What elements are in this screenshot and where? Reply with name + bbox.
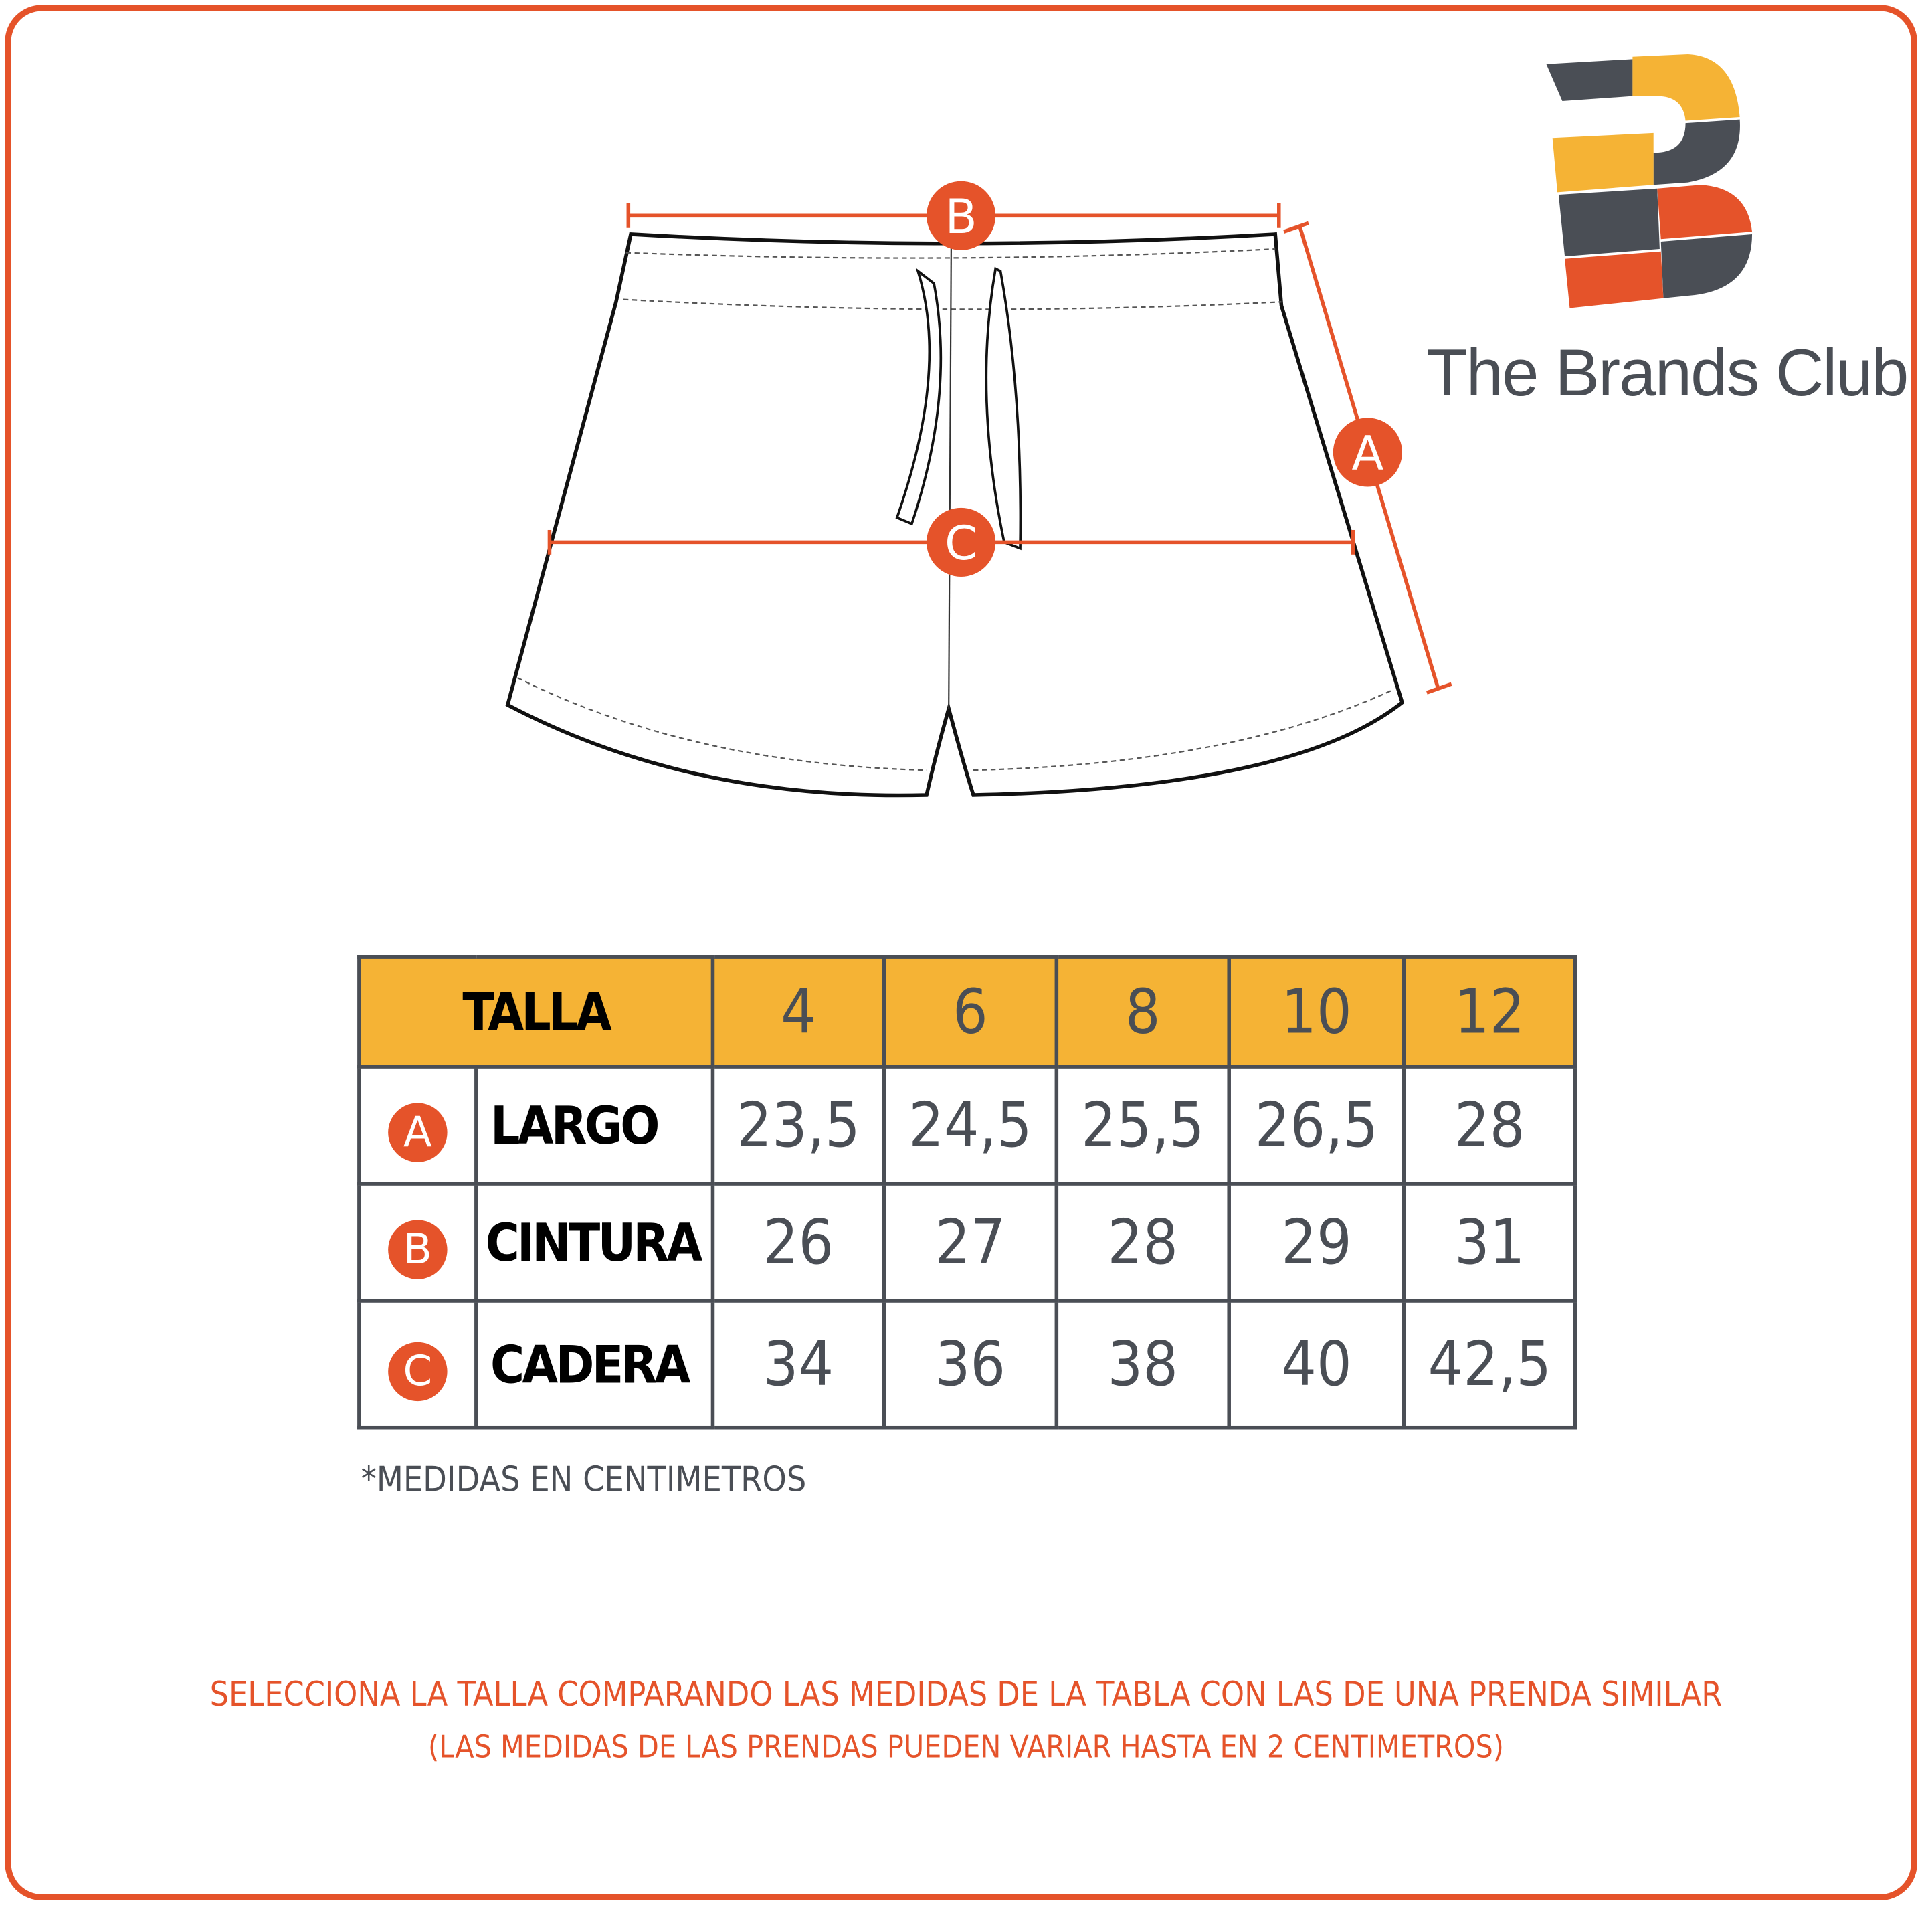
brand-name: The Brands Club: [1426, 336, 1909, 411]
table-cell: 27: [882, 1182, 1059, 1303]
size-header: 12: [1402, 955, 1577, 1069]
size-table: TALLA 4 6 8 10 12 A LARGO 23,5 24,5 25,5…: [357, 955, 1577, 1430]
shorts-diagram: B C A: [505, 181, 1452, 798]
table-row-cadera: C CADERA 34 36 38 40 42,5: [357, 1299, 1577, 1430]
table-cell: 38: [1054, 1299, 1231, 1430]
table-cell: 40: [1227, 1299, 1406, 1430]
table-cell: 24,5: [882, 1065, 1059, 1186]
talla-header: TALLA: [357, 955, 715, 1069]
row-label: CINTURA: [474, 1182, 715, 1303]
marker-a: A: [1333, 418, 1402, 487]
border-frame: [5, 5, 1917, 1901]
size-header: 4: [710, 955, 886, 1069]
size-header: 6: [882, 955, 1059, 1069]
table-cell: 29: [1227, 1182, 1406, 1303]
table-header-row: TALLA 4 6 8 10 12: [357, 955, 1577, 1069]
svg-text:C: C: [945, 516, 977, 571]
marker-badge: A: [388, 1102, 448, 1162]
row-label: LARGO: [474, 1065, 715, 1186]
brand-logo-icon: [1546, 54, 1753, 308]
units-note: *MEDIDAS EN CENTIMETROS: [361, 1459, 807, 1500]
row-label: CADERA: [474, 1299, 715, 1430]
table-cell: 26,5: [1227, 1065, 1406, 1186]
table-cell: 31: [1402, 1182, 1577, 1303]
table-cell: 25,5: [1054, 1065, 1231, 1186]
svg-text:A: A: [1351, 426, 1383, 481]
svg-text:B: B: [945, 189, 977, 244]
table-row-largo: A LARGO 23,5 24,5 25,5 26,5 28: [357, 1065, 1577, 1186]
marker-badge: C: [388, 1341, 448, 1401]
footer-line-2: (LAS MEDIDAS DE LAS PRENDAS PUEDEN VARIA…: [427, 1729, 1504, 1765]
footer-line-1: SELECCIONA LA TALLA COMPARANDO LAS MEDID…: [209, 1675, 1723, 1714]
marker-b: B: [927, 181, 996, 250]
table-cell: 23,5: [710, 1065, 886, 1186]
table-cell: 28: [1054, 1182, 1231, 1303]
table-cell: 26: [710, 1182, 886, 1303]
table-cell: 36: [882, 1299, 1059, 1430]
marker-badge: B: [388, 1219, 448, 1279]
size-header: 8: [1054, 955, 1231, 1069]
table-row-cintura: B CINTURA 26 27 28 29 31: [357, 1182, 1577, 1303]
table-cell: 34: [710, 1299, 886, 1430]
table-cell: 42,5: [1402, 1299, 1577, 1430]
size-header: 10: [1227, 955, 1406, 1069]
table-cell: 28: [1402, 1065, 1577, 1186]
marker-c: C: [927, 507, 996, 577]
